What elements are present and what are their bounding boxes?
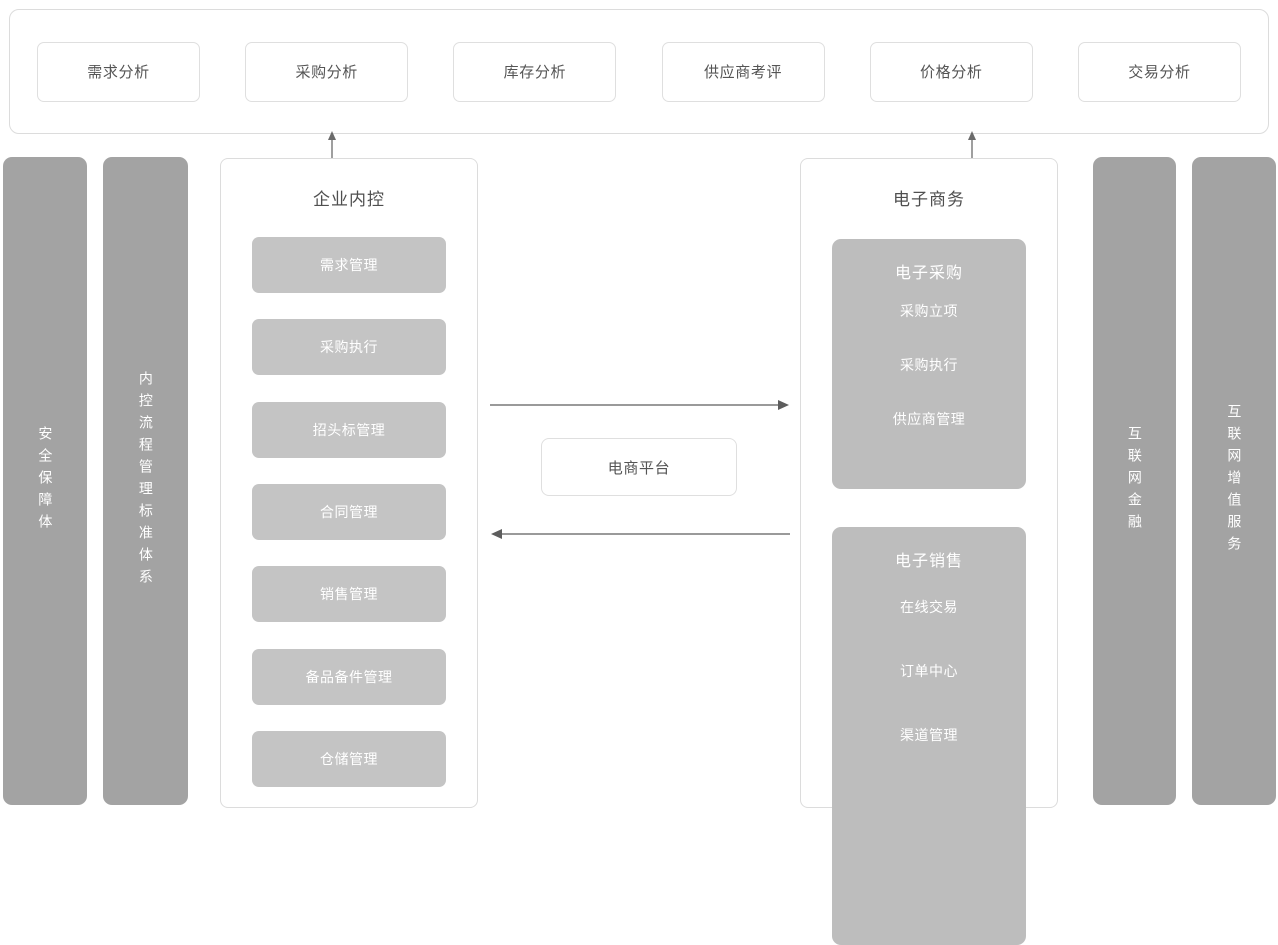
analytics-chip-row: 需求分析 采购分析 库存分析 供应商考评 价格分析 交易分析 — [10, 10, 1268, 133]
side-bar-security-assurance: 安全保障体 — [3, 157, 87, 805]
internal-control-item-list: 需求管理 采购执行 招头标管理 合同管理 销售管理 备品备件管理 仓储管理 — [252, 237, 446, 787]
list-item-label: 订单中心 — [900, 663, 958, 679]
list-item-label: 渠道管理 — [900, 727, 958, 743]
analytics-panel: 需求分析 采购分析 库存分析 供应商考评 价格分析 交易分析 — [9, 9, 1269, 134]
list-item-label: 供应商管理 — [892, 411, 966, 427]
list-item-channel-management[interactable]: 渠道管理 — [900, 725, 958, 745]
list-item-label: 备品备件管理 — [305, 668, 393, 685]
arrow-up-icon-internal-control — [323, 130, 341, 158]
side-bar-internet-finance: 互联网金融 — [1093, 157, 1176, 805]
list-item-procurement-initiation[interactable]: 采购立项 — [900, 301, 958, 321]
list-item-demand-management[interactable]: 需求管理 — [252, 237, 446, 293]
analytics-chip-transaction[interactable]: 交易分析 — [1077, 41, 1241, 102]
list-item-procurement-execution[interactable]: 采购执行 — [900, 355, 958, 375]
list-item-label: 采购立项 — [900, 303, 958, 319]
list-item-label: 在线交易 — [900, 599, 958, 615]
analytics-chip-price[interactable]: 价格分析 — [869, 41, 1033, 102]
analytics-chip-label: 交易分析 — [1128, 64, 1191, 81]
platform-card[interactable]: 电商平台 — [541, 438, 737, 496]
list-item-label: 销售管理 — [320, 586, 378, 603]
analytics-chip-inventory[interactable]: 库存分析 — [453, 41, 617, 102]
list-item-label: 需求管理 — [320, 257, 378, 273]
list-item-spare-parts-management[interactable]: 备品备件管理 — [252, 648, 446, 705]
analytics-chip-label: 供应商考评 — [704, 64, 783, 81]
ecommerce-block-electronic-procurement: 电子采购 采购立项 采购执行 供应商管理 — [832, 239, 1026, 489]
side-bar-label: 安全保障体 — [37, 426, 54, 536]
list-item-sales-management[interactable]: 销售管理 — [252, 566, 446, 623]
internal-control-panel: 企业内控 需求管理 采购执行 招头标管理 合同管理 销售管理 备品备件管理 仓储… — [220, 158, 478, 808]
block-title-electronic-sales: 电子销售 — [894, 553, 963, 570]
electronic-sales-item-list: 在线交易 订单中心 渠道管理 — [832, 597, 1026, 745]
panel-title-internal-control: 企业内控 — [313, 190, 385, 209]
list-item-warehouse-management[interactable]: 仓储管理 — [252, 730, 446, 787]
ecommerce-block-electronic-sales: 电子销售 在线交易 订单中心 渠道管理 — [832, 527, 1026, 945]
analytics-chip-label: 价格分析 — [920, 64, 983, 81]
panel-title-ecommerce: 电子商务 — [893, 190, 965, 209]
list-item-order-center[interactable]: 订单中心 — [900, 661, 958, 681]
platform-card-label: 电商平台 — [607, 459, 671, 477]
list-item-label: 合同管理 — [320, 503, 378, 520]
list-item-online-transaction[interactable]: 在线交易 — [900, 597, 958, 617]
electronic-procurement-item-list: 采购立项 采购执行 供应商管理 — [832, 301, 1026, 429]
analytics-chip-label: 需求分析 — [87, 64, 150, 81]
list-item-label: 招头标管理 — [312, 421, 386, 438]
side-bar-label: 内控流程管理标准体系 — [137, 371, 154, 591]
arrow-up-icon-ecommerce — [963, 130, 981, 158]
analytics-chip-supplier-evaluation[interactable]: 供应商考评 — [661, 41, 825, 102]
side-bar-internal-control-process: 内控流程管理标准体系 — [103, 157, 188, 805]
arrow-left-icon-ecommerce-to-internal — [490, 525, 790, 543]
side-bar-label: 互联网金融 — [1126, 426, 1143, 536]
ecommerce-panel: 电子商务 电子采购 采购立项 采购执行 供应商管理 电子销售 在线交易 订单中心… — [800, 158, 1058, 945]
block-title-electronic-procurement: 电子采购 — [894, 265, 963, 282]
list-item-procurement-execution[interactable]: 采购执行 — [252, 319, 446, 376]
list-item-contract-management[interactable]: 合同管理 — [252, 483, 446, 540]
list-item-label: 采购执行 — [320, 339, 378, 356]
list-item-label: 仓储管理 — [320, 750, 378, 767]
side-bar-internet-value-added-services: 互联网增值服务 — [1192, 157, 1276, 805]
list-item-bidding-management[interactable]: 招头标管理 — [252, 401, 446, 458]
list-item-label: 采购执行 — [900, 357, 958, 373]
analytics-chip-label: 采购分析 — [295, 64, 358, 81]
analytics-chip-label: 库存分析 — [503, 64, 567, 81]
side-bar-label: 互联网增值服务 — [1226, 404, 1243, 558]
list-item-supplier-management[interactable]: 供应商管理 — [893, 409, 966, 429]
analytics-chip-demand[interactable]: 需求分析 — [37, 41, 200, 102]
arrow-right-icon-internal-to-ecommerce — [490, 396, 790, 414]
analytics-chip-procurement[interactable]: 采购分析 — [245, 41, 409, 102]
